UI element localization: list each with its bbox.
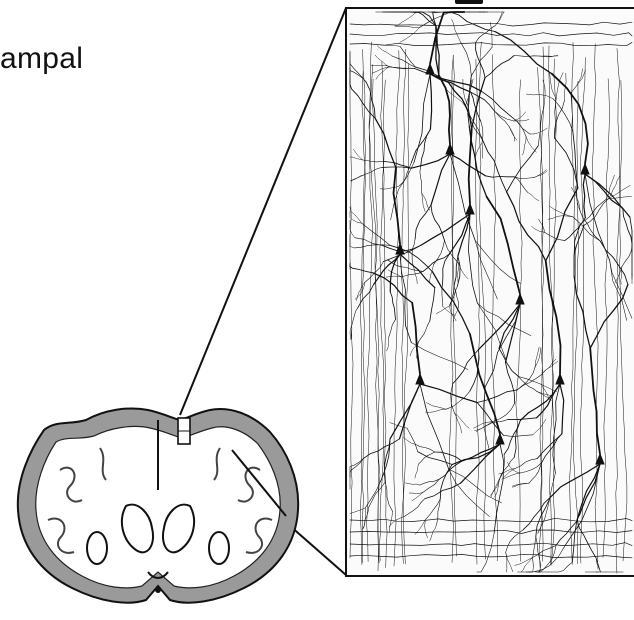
zoom-line-top: [180, 8, 346, 415]
magnified-tissue-inset: [346, 8, 634, 576]
coronal-brain-section-icon: [18, 408, 298, 602]
inset-frame: [346, 8, 634, 576]
